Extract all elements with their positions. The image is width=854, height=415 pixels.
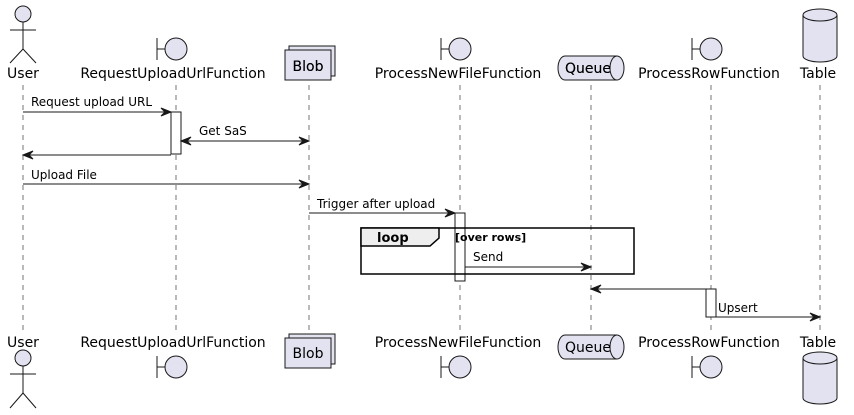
message-label-trigger-after-upload: Trigger after upload <box>316 197 435 211</box>
boundary-icon <box>156 37 188 61</box>
boundary-icon <box>440 37 472 61</box>
participant-label-process-new-file-function: ProcessNewFileFunction <box>375 66 542 82</box>
collections-icon <box>284 333 336 369</box>
activation-request-upload-url-function <box>170 111 182 155</box>
participant-label-request-upload-url-function: RequestUploadUrlFunction <box>80 66 265 82</box>
message-read-queue <box>589 284 706 294</box>
participant-label-user: User <box>7 66 39 82</box>
message-label-send: Send <box>473 250 503 264</box>
message-upsert <box>716 312 822 322</box>
loop-fragment <box>360 227 635 275</box>
participant-label-queue: Queue <box>565 61 611 77</box>
boundary-icon <box>691 37 723 61</box>
participant-label-process-row-function: ProcessRowFunction <box>638 66 780 82</box>
participant-label-queue-overlay: Queue <box>565 61 611 77</box>
activation-process-row-function <box>705 288 717 318</box>
participant-label-table: Table <box>799 66 836 82</box>
participant-label-user-bottom: User <box>7 335 39 351</box>
participant-label-blob: Blob <box>293 59 324 75</box>
participant-label-queue-bottom-overlay: Queue <box>565 340 611 356</box>
queue-icon <box>557 55 625 81</box>
boundary-icon <box>156 355 188 379</box>
boundary-icon <box>691 355 723 379</box>
participant-label-request-upload-url-function-bottom: RequestUploadUrlFunction <box>80 335 265 351</box>
database-icon <box>802 351 838 405</box>
message-get-sas <box>179 136 311 146</box>
participant-label-blob-overlay: Blob <box>293 59 324 75</box>
actor-icon <box>9 349 37 409</box>
message-label-get-sas: Get SaS <box>199 124 247 138</box>
message-return-to-user <box>21 150 171 160</box>
participant-label-process-row-function-bottom: ProcessRowFunction <box>638 335 780 351</box>
collections-icon <box>284 45 336 81</box>
message-send <box>465 262 593 272</box>
message-request-upload-url <box>23 107 173 117</box>
message-upload-file <box>23 179 311 189</box>
loop-keyword: loop <box>377 231 409 246</box>
message-label-upload-file: Upload File <box>31 168 97 182</box>
actor-icon <box>9 5 37 64</box>
participant-label-table-bottom: Table <box>799 335 836 351</box>
activation-process-new-file-function <box>454 212 466 282</box>
queue-icon <box>557 334 625 360</box>
participant-label-process-new-file-function-bottom: ProcessNewFileFunction <box>375 335 542 351</box>
message-label-upsert: Upsert <box>718 301 758 315</box>
message-trigger-after-upload <box>309 208 457 218</box>
participant-label-blob-bottom-overlay: Blob <box>293 346 324 362</box>
boundary-icon <box>440 355 472 379</box>
message-label-request-upload-url: Request upload URL <box>31 95 152 109</box>
database-icon <box>802 8 838 63</box>
loop-condition: [over rows] <box>455 231 526 244</box>
